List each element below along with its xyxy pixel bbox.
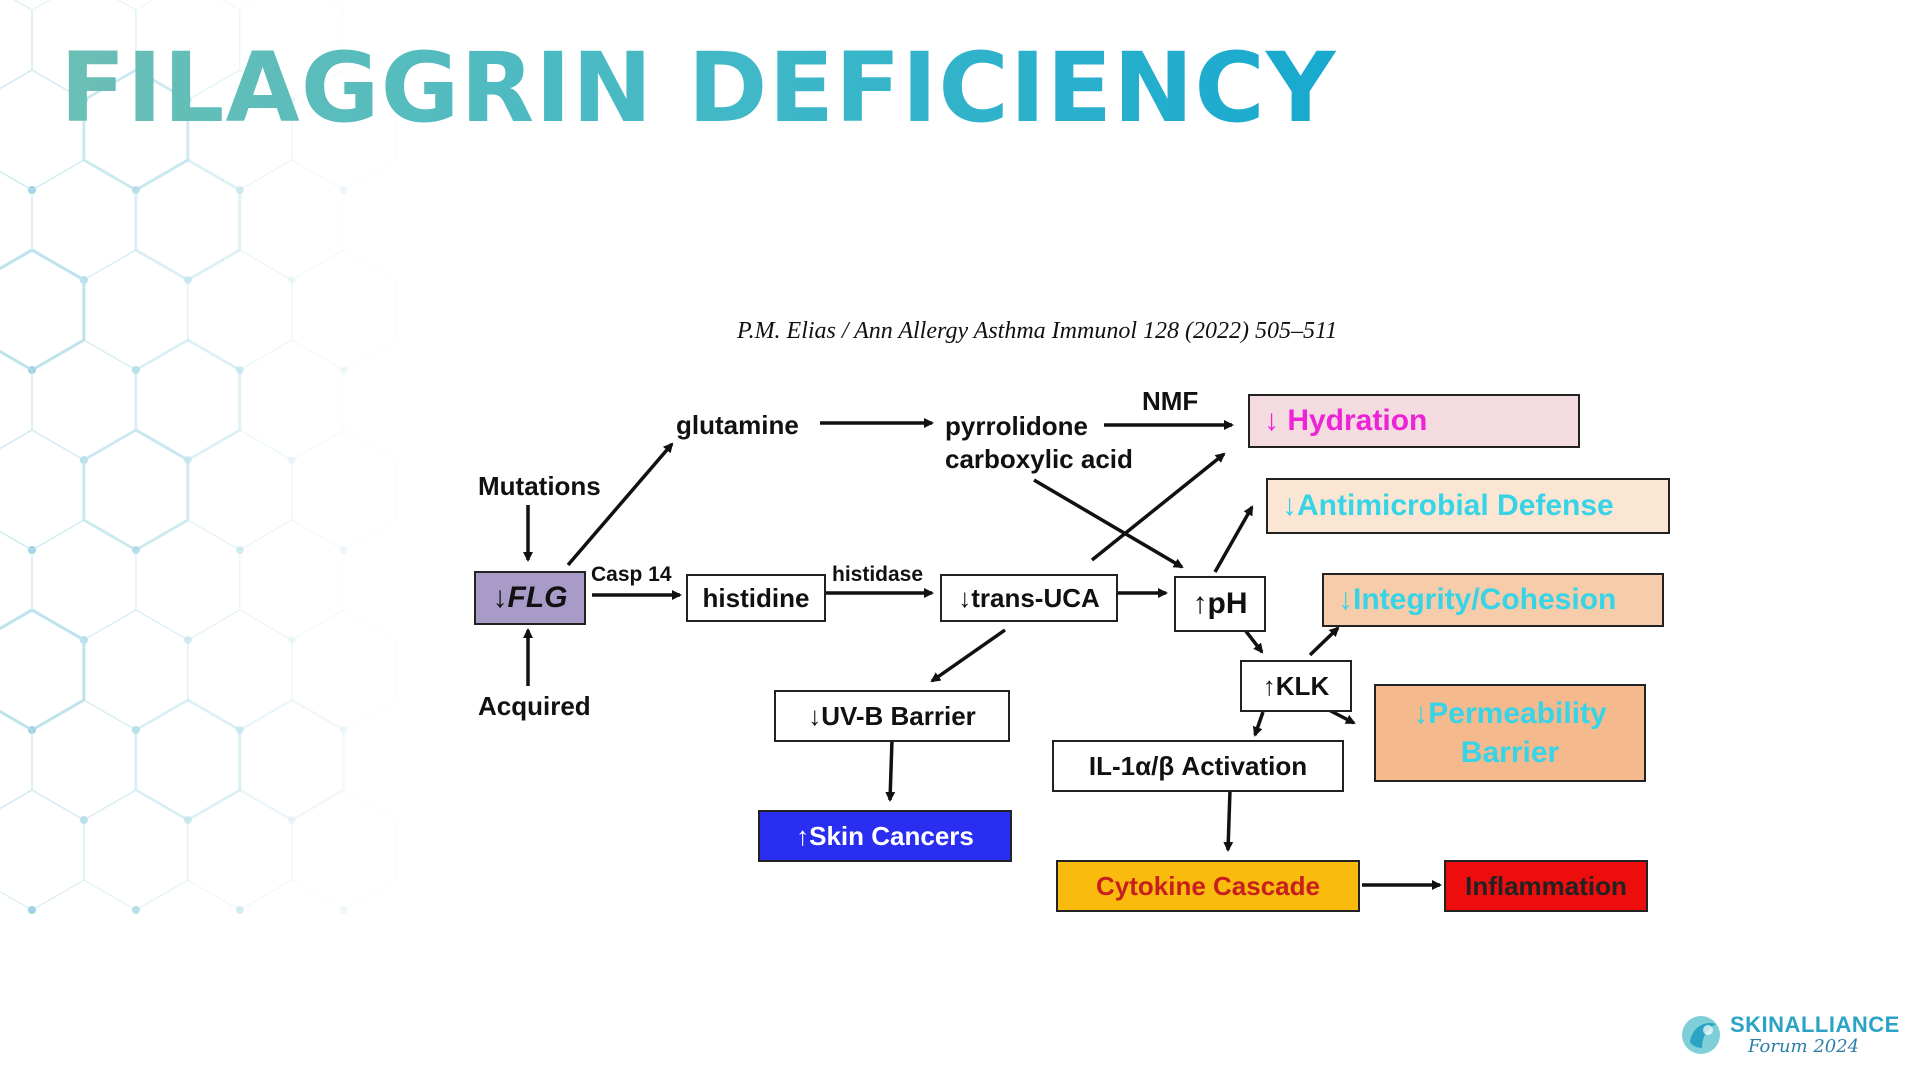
hexagon-shape <box>239 339 345 461</box>
box-inflammation: Inflammation <box>1444 860 1648 912</box>
hexagon-dot <box>339 726 348 734</box>
arrow-trans-uca-to-hydration <box>1090 452 1226 562</box>
box-integrity-cohesion: ↓Integrity/Cohesion <box>1322 573 1664 627</box>
arrow-trans-uca-to-uvb <box>930 628 1007 683</box>
arrow-il1-to-cytokine <box>1223 789 1234 852</box>
arrow-pyrrolidone-to-ph <box>1033 478 1184 569</box>
hexagon-dot <box>27 906 36 914</box>
box-klk: ↑KLK <box>1240 660 1352 712</box>
arrow-klk-to-il1 <box>1252 711 1265 737</box>
arrow-ph-to-antimicrobial <box>1213 505 1254 573</box>
hexagon-dot <box>183 816 192 824</box>
hexagon-shape <box>239 519 345 641</box>
hexagon-shape <box>187 429 293 551</box>
hexagon-dot <box>287 816 296 824</box>
hexagon-dot <box>235 726 244 734</box>
box-hydration: ↓ Hydration <box>1248 394 1580 448</box>
box-skin-cancers: ↑Skin Cancers <box>758 810 1012 862</box>
label-acquired: Acquired <box>478 691 591 721</box>
hexagon-dot <box>339 366 348 374</box>
hexagon-dot <box>131 186 140 194</box>
hexagon-shape <box>239 0 345 101</box>
box-histidine: histidine <box>686 574 826 622</box>
logo-name: SKINALLIANCE <box>1730 1012 1900 1037</box>
hexagon-shape <box>291 69 397 191</box>
citation: P.M. Elias / Ann Allergy Asthma Immunol … <box>737 318 1338 344</box>
hexagon-shape <box>83 789 189 911</box>
logo-drop-icon <box>1682 1016 1720 1054</box>
hexagon-dot <box>287 276 296 284</box>
hexagon-dot <box>339 906 348 914</box>
hexagon-shape <box>135 519 241 641</box>
label-casp14: Casp 14 <box>591 563 672 586</box>
arrow-uvb-to-skin-cancers <box>885 739 896 802</box>
hexagon-dot <box>235 546 244 554</box>
arrow-klk-to-integrity <box>1308 626 1340 657</box>
hexagon-shape <box>291 429 397 551</box>
logo-tagline: Forum 2024 <box>1748 1036 1860 1057</box>
hexagon-shape <box>187 249 293 371</box>
box-flg: ↓FLG <box>474 571 586 625</box>
box-trans-uca: ↓trans-UCA <box>940 574 1118 622</box>
label-pyrrolidone: pyrrolidone <box>945 411 1089 441</box>
hexagon-dot <box>183 276 192 284</box>
box-cytokine-cascade: Cytokine Cascade <box>1056 860 1360 912</box>
box-ph: ↑pH <box>1174 576 1266 632</box>
hexagon-shape <box>134 698 242 822</box>
box-uvb-barrier: ↓UV-B Barrier <box>774 690 1010 742</box>
label-carboxylic-acid: carboxylic acid <box>945 444 1133 474</box>
box-antimicrobial-defense: ↓Antimicrobial Defense <box>1266 478 1670 534</box>
hexagon-dot <box>339 186 348 194</box>
label-nmf: NMF <box>1142 386 1199 416</box>
hexagon-shape <box>0 608 86 732</box>
hexagon-dot <box>287 96 296 104</box>
hexagon-shape <box>187 789 293 911</box>
hexagon-dot <box>235 186 244 194</box>
label-histidase: histidase <box>832 563 924 586</box>
permeability-line-2: Barrier <box>1460 736 1560 769</box>
hexagon-shape <box>0 789 85 911</box>
hexagon-shape <box>83 609 189 731</box>
box-permeability-barrier: ↓Permeability Barrier <box>1374 684 1646 782</box>
hexagon-shape <box>239 159 345 281</box>
hexagon-shape <box>82 68 190 192</box>
hexagon-shape <box>291 789 397 911</box>
hexagon-shape <box>82 428 190 552</box>
hexagon-shape <box>134 158 242 282</box>
permeability-line-1: ↓Permeability <box>1413 697 1607 730</box>
hexagon-dot <box>287 456 296 464</box>
hexagon-shape <box>291 609 397 731</box>
hexagon-dot <box>131 906 140 914</box>
hexagon-dot <box>131 366 140 374</box>
hexagon-shape <box>0 248 86 372</box>
arrow-flg-to-glutamine <box>566 442 674 567</box>
label-mutations: Mutations <box>478 471 601 501</box>
hexagon-dot <box>131 546 140 554</box>
hexagon-dot <box>235 366 244 374</box>
hexagon-shape <box>187 609 293 731</box>
label-glutamine: glutamine <box>676 410 799 440</box>
hexagon-dot <box>287 636 296 644</box>
skinalliance-logo: SKINALLIANCE Forum 2024 <box>1678 1010 1900 1066</box>
hexagon-shape <box>187 69 293 191</box>
hexagon-shape <box>83 249 189 371</box>
hexagon-shape <box>238 698 346 822</box>
box-il1-activation: IL-1α/β Activation <box>1052 740 1344 792</box>
hexagon-dot <box>183 636 192 644</box>
arrow-ph-to-klk <box>1243 628 1264 654</box>
hexagon-dot <box>131 726 140 734</box>
slide-title: FILAGGRIN DEFICIENCY <box>60 32 1337 144</box>
hexagon-shape <box>291 249 397 371</box>
hexagon-background <box>0 0 397 914</box>
hexagon-dot <box>339 546 348 554</box>
hexagon-dot <box>235 906 244 914</box>
